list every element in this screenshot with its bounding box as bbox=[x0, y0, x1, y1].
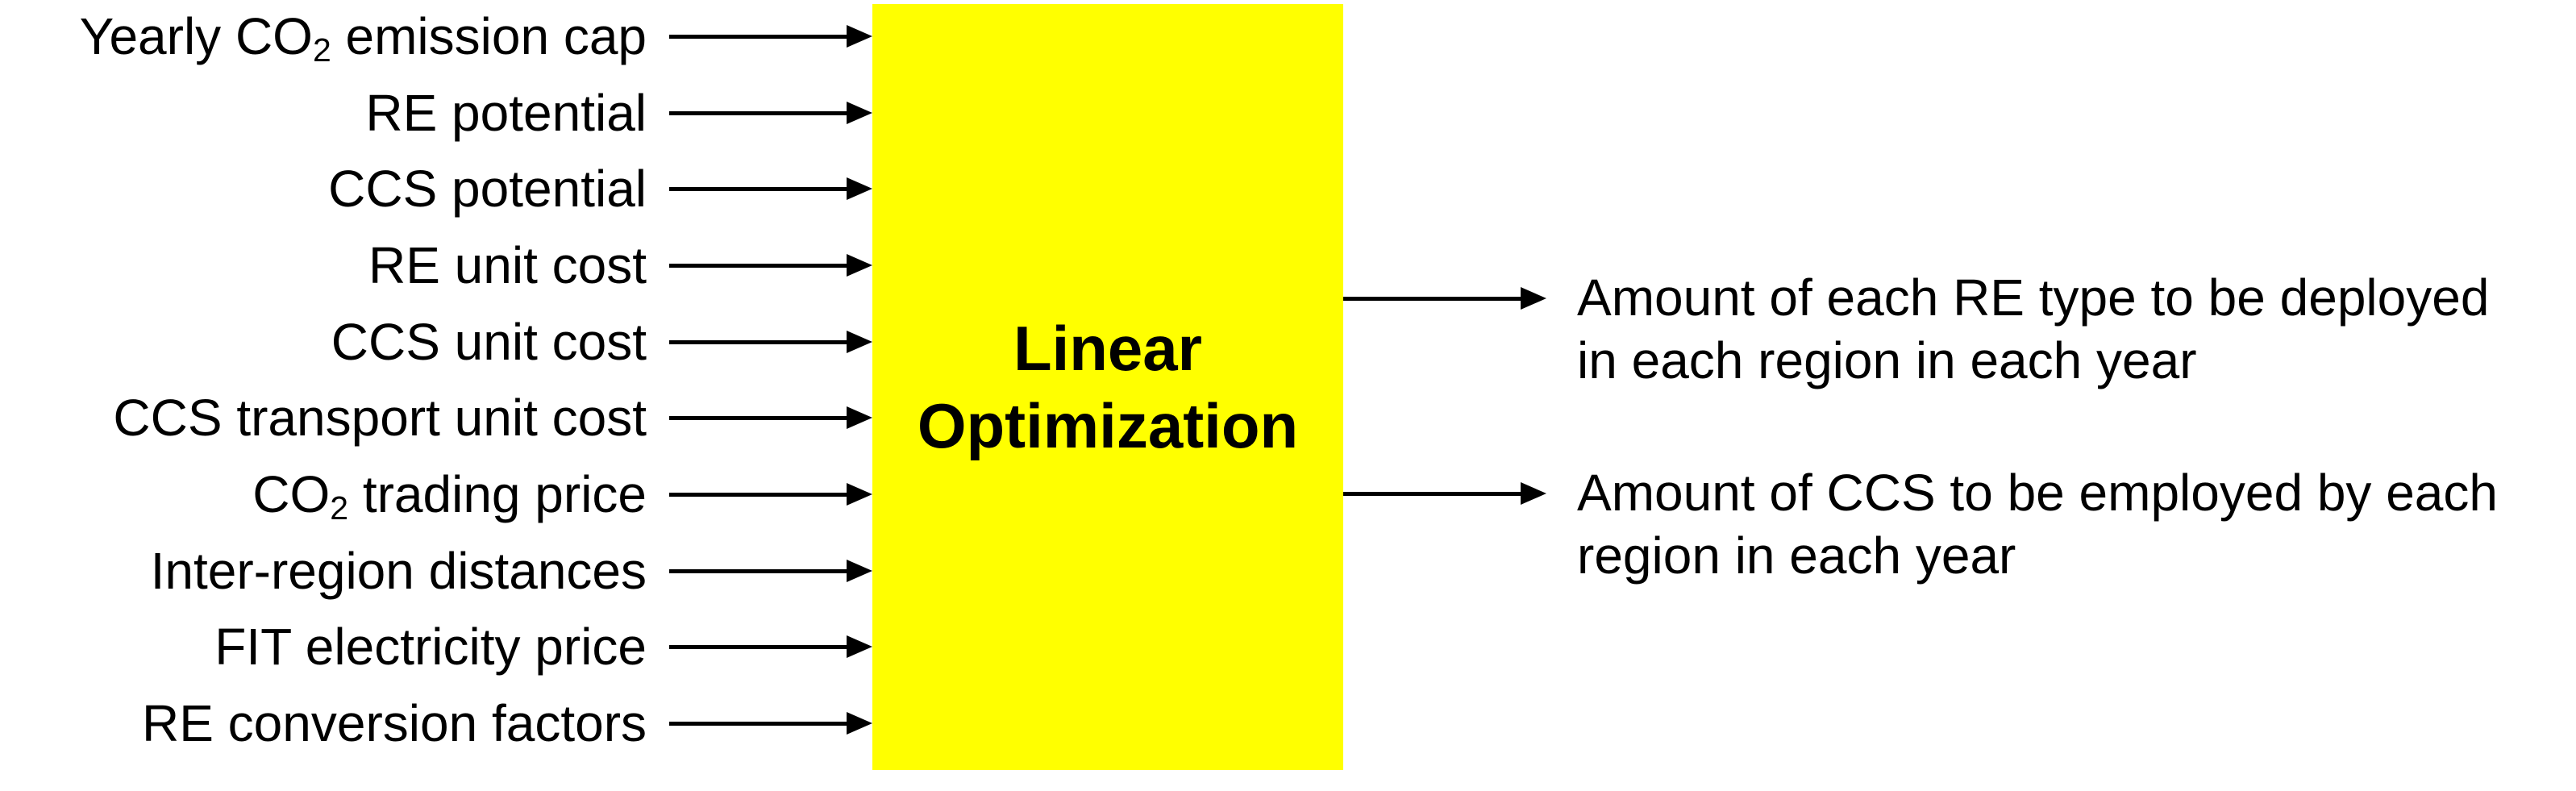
right-arrow-icon bbox=[669, 102, 872, 124]
arrow-head bbox=[847, 635, 872, 658]
arrow-shaft bbox=[669, 186, 847, 191]
arrow-shaft bbox=[669, 492, 847, 497]
output-text-line: in each region in each year bbox=[1577, 331, 2197, 389]
label-text: RE conversion factors bbox=[141, 694, 647, 752]
subscript-2: 2 bbox=[312, 31, 331, 69]
input-label-fit-electricity-price: FIT electricity price bbox=[214, 621, 647, 672]
arrow-head bbox=[1521, 287, 1546, 310]
input-row-re-potential: RE potential bbox=[0, 75, 872, 151]
output-text-line: Amount of each RE type to be deployed bbox=[1577, 269, 2490, 327]
arrow-head bbox=[847, 560, 872, 582]
label-text: emission cap bbox=[331, 7, 647, 65]
arrow-head bbox=[1521, 482, 1546, 505]
arrow-head bbox=[847, 254, 872, 277]
input-label-inter-region-distances: Inter-region distances bbox=[151, 545, 647, 597]
linear-optimization-box: Linear Optimization bbox=[872, 4, 1343, 770]
label-text: Inter-region distances bbox=[150, 542, 647, 600]
input-row-yearly-co2-emission-cap: Yearly CO2 emission cap bbox=[0, 0, 872, 74]
input-row-inter-region-distances: Inter-region distances bbox=[0, 533, 872, 609]
arrow-shaft bbox=[669, 339, 847, 344]
input-label-co2-trading-price: CO2 trading price bbox=[252, 465, 647, 524]
input-label-ccs-potential: CCS potential bbox=[328, 163, 647, 214]
label-text: RE unit cost bbox=[368, 236, 647, 294]
arrow-head bbox=[847, 331, 872, 353]
right-arrow-icon bbox=[669, 483, 872, 506]
input-label-re-conversion-factors: RE conversion factors bbox=[142, 697, 647, 749]
label-text: CCS transport unit cost bbox=[113, 389, 647, 447]
right-arrow-icon bbox=[669, 331, 872, 353]
process-box-label-line1: Linear bbox=[1013, 313, 1203, 384]
arrow-head bbox=[847, 483, 872, 506]
label-text: RE potential bbox=[365, 84, 647, 142]
right-arrow-icon bbox=[669, 635, 872, 658]
right-arrow-icon bbox=[669, 25, 872, 48]
arrow-head bbox=[847, 712, 872, 735]
right-arrow-icon bbox=[669, 712, 872, 735]
input-row-re-conversion-factors: RE conversion factors bbox=[0, 685, 872, 761]
right-arrow-icon bbox=[1343, 481, 1546, 506]
input-row-fit-electricity-price: FIT electricity price bbox=[0, 609, 872, 685]
arrow-shaft bbox=[669, 721, 847, 726]
label-text: Yearly CO bbox=[79, 7, 313, 65]
input-label-re-potential: RE potential bbox=[365, 87, 647, 139]
output-text-line: Amount of CCS to be employed by each bbox=[1577, 464, 2498, 522]
input-label-re-unit-cost: RE unit cost bbox=[368, 239, 647, 291]
right-arrow-icon bbox=[669, 560, 872, 582]
process-box-label-line2: Optimization bbox=[917, 390, 1299, 461]
output-ccs-employment: Amount of CCS to be employed by each reg… bbox=[1577, 461, 2576, 587]
right-arrow-icon bbox=[669, 254, 872, 277]
output-re-deployment: Amount of each RE type to be deployed in… bbox=[1577, 266, 2576, 392]
label-text: CCS potential bbox=[328, 160, 647, 218]
arrow-shaft bbox=[669, 110, 847, 115]
input-row-ccs-unit-cost: CCS unit cost bbox=[0, 304, 872, 380]
output-text-line: region in each year bbox=[1577, 527, 2016, 585]
right-arrow-icon bbox=[1343, 286, 1546, 310]
label-text: FIT electricity price bbox=[214, 618, 647, 676]
input-label-ccs-transport-unit-cost: CCS transport unit cost bbox=[113, 392, 647, 443]
arrow-shaft bbox=[669, 263, 847, 268]
input-row-ccs-potential: CCS potential bbox=[0, 151, 872, 227]
arrow-head bbox=[847, 25, 872, 48]
arrow-shaft bbox=[669, 415, 847, 420]
arrow-shaft bbox=[1343, 296, 1521, 301]
arrow-head bbox=[847, 406, 872, 429]
arrow-shaft bbox=[1343, 491, 1521, 496]
arrow-head bbox=[847, 177, 872, 200]
input-row-co2-trading-price: CO2 trading price bbox=[0, 456, 872, 532]
right-arrow-icon bbox=[669, 406, 872, 429]
label-text: CO bbox=[252, 465, 331, 523]
input-row-re-unit-cost: RE unit cost bbox=[0, 227, 872, 303]
arrow-head bbox=[847, 102, 872, 124]
arrow-shaft bbox=[669, 644, 847, 649]
input-label-yearly-co2-emission-cap: Yearly CO2 emission cap bbox=[79, 7, 647, 66]
label-text: trading price bbox=[348, 465, 647, 523]
arrow-shaft bbox=[669, 34, 847, 39]
subscript-2: 2 bbox=[330, 489, 349, 527]
right-arrow-icon bbox=[669, 177, 872, 200]
label-text: CCS unit cost bbox=[331, 313, 647, 371]
arrow-shaft bbox=[669, 568, 847, 573]
input-row-ccs-transport-unit-cost: CCS transport unit cost bbox=[0, 380, 872, 456]
input-label-ccs-unit-cost: CCS unit cost bbox=[331, 316, 647, 368]
